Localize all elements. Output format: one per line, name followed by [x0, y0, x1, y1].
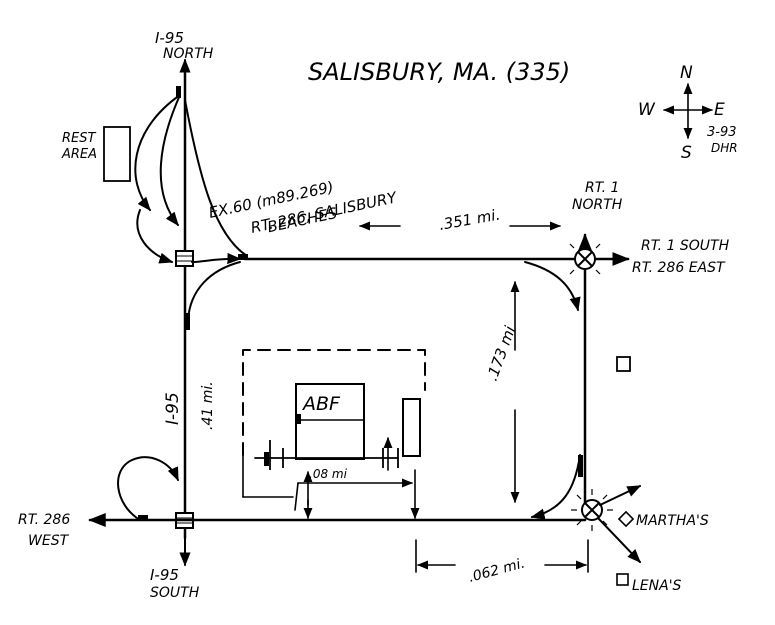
compass-east: E — [714, 100, 725, 120]
i95-highway — [175, 58, 194, 567]
marthas-label: MARTHA'S — [636, 513, 709, 529]
rt286-west-label-2: WEST — [28, 533, 70, 549]
i95-north-label-1: I-95 — [155, 29, 184, 47]
abf-facility — [242, 349, 426, 520]
rest-area-box — [103, 126, 131, 182]
compass-south: S — [681, 143, 692, 163]
rt1-south-label: RT. 1 SOUTH — [641, 238, 730, 254]
i95-south-label-1: I-95 — [150, 566, 179, 584]
abf-outbuilding — [402, 398, 421, 457]
distance-bottom-label: .062 mi. — [467, 555, 527, 585]
distance-top-label: .351 mi. — [438, 205, 502, 233]
exit-ramps — [134, 86, 248, 330]
map-title: SALISBURY, MA. (335) — [308, 58, 570, 86]
distance-markers — [358, 221, 589, 573]
landmark-box — [616, 356, 631, 372]
map-date-note: 3-93 — [707, 125, 737, 140]
i95-north-label-2: NORTH — [163, 46, 214, 62]
i95-south-label-2: SOUTH — [150, 585, 200, 601]
signal-rt1-south — [571, 485, 642, 564]
route-286-road — [88, 233, 630, 527]
i95-side-label: I-95 — [163, 392, 183, 425]
compass-rose: N S E W 3-93 DHR — [638, 63, 738, 163]
distance-left-label: .41 mi. — [200, 381, 216, 430]
rt286-east-label: RT. 286 EAST — [632, 260, 726, 276]
marthas-marker — [617, 510, 635, 528]
compass-west: W — [638, 100, 656, 120]
rt1-north-label-2: NORTH — [572, 197, 623, 213]
abf-label: ABF — [301, 393, 341, 415]
distance-right-label: .173 mi — [483, 323, 520, 383]
rt1-north-label-1: RT. 1 — [585, 180, 619, 196]
lenas-marker — [616, 573, 629, 586]
rest-area-label-1: REST — [62, 131, 96, 146]
rt286-west-label-1: RT. 286 — [18, 512, 70, 528]
rest-area-label-2: AREA — [61, 147, 97, 162]
map-author-note: DHR — [711, 141, 738, 155]
signal-rt1-north — [564, 238, 606, 280]
compass-north: N — [680, 63, 693, 83]
distance-inner-label: .08 mi — [309, 467, 348, 481]
lenas-label: LENA'S — [632, 578, 682, 594]
